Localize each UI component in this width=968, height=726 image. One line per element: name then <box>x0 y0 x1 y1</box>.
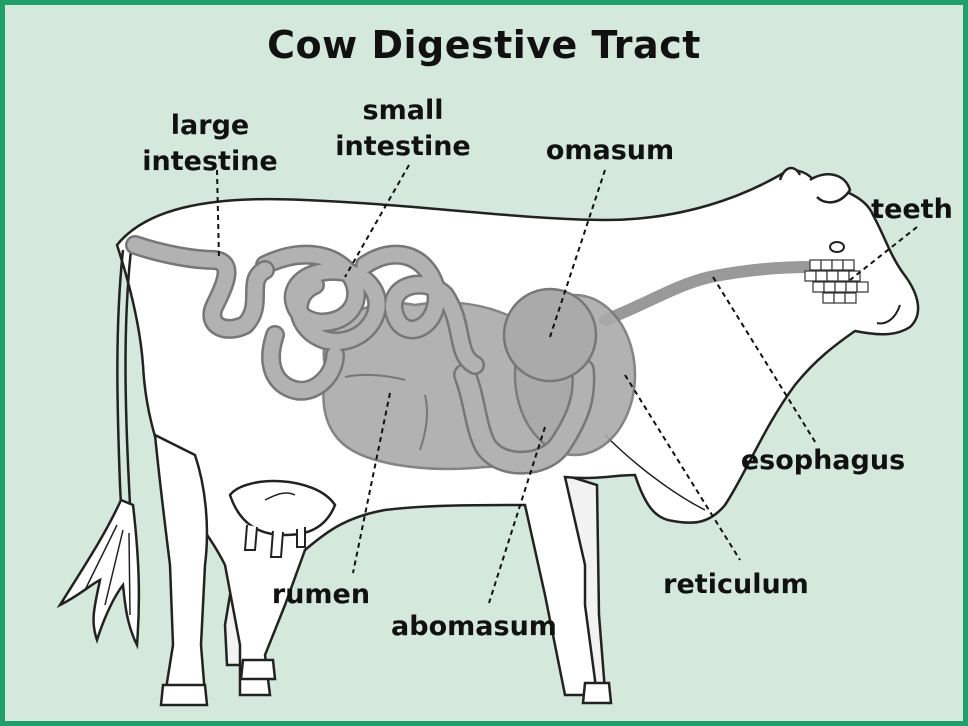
label-omasum: omasum <box>535 133 685 169</box>
diagram-title: Cow Digestive Tract <box>5 23 963 67</box>
tail <box>117 250 123 505</box>
far-front-hoof <box>583 683 611 703</box>
label-small-intestine: small intestine <box>323 93 483 165</box>
teat <box>271 531 283 557</box>
label-abomasum: abomasum <box>379 609 569 645</box>
label-teeth: teeth <box>867 192 957 228</box>
label-esophagus: esophagus <box>733 443 913 479</box>
near-hind-leg <box>155 435 207 695</box>
eye <box>830 242 844 252</box>
label-reticulum: reticulum <box>651 567 821 603</box>
label-large-intestine: large intestine <box>130 108 290 180</box>
teat <box>297 527 305 547</box>
tail-tuft <box>60 500 139 645</box>
far-hind-hoof <box>241 660 275 679</box>
label-rumen: rumen <box>261 577 381 613</box>
teat <box>245 525 257 550</box>
hind-hoof <box>161 685 207 705</box>
